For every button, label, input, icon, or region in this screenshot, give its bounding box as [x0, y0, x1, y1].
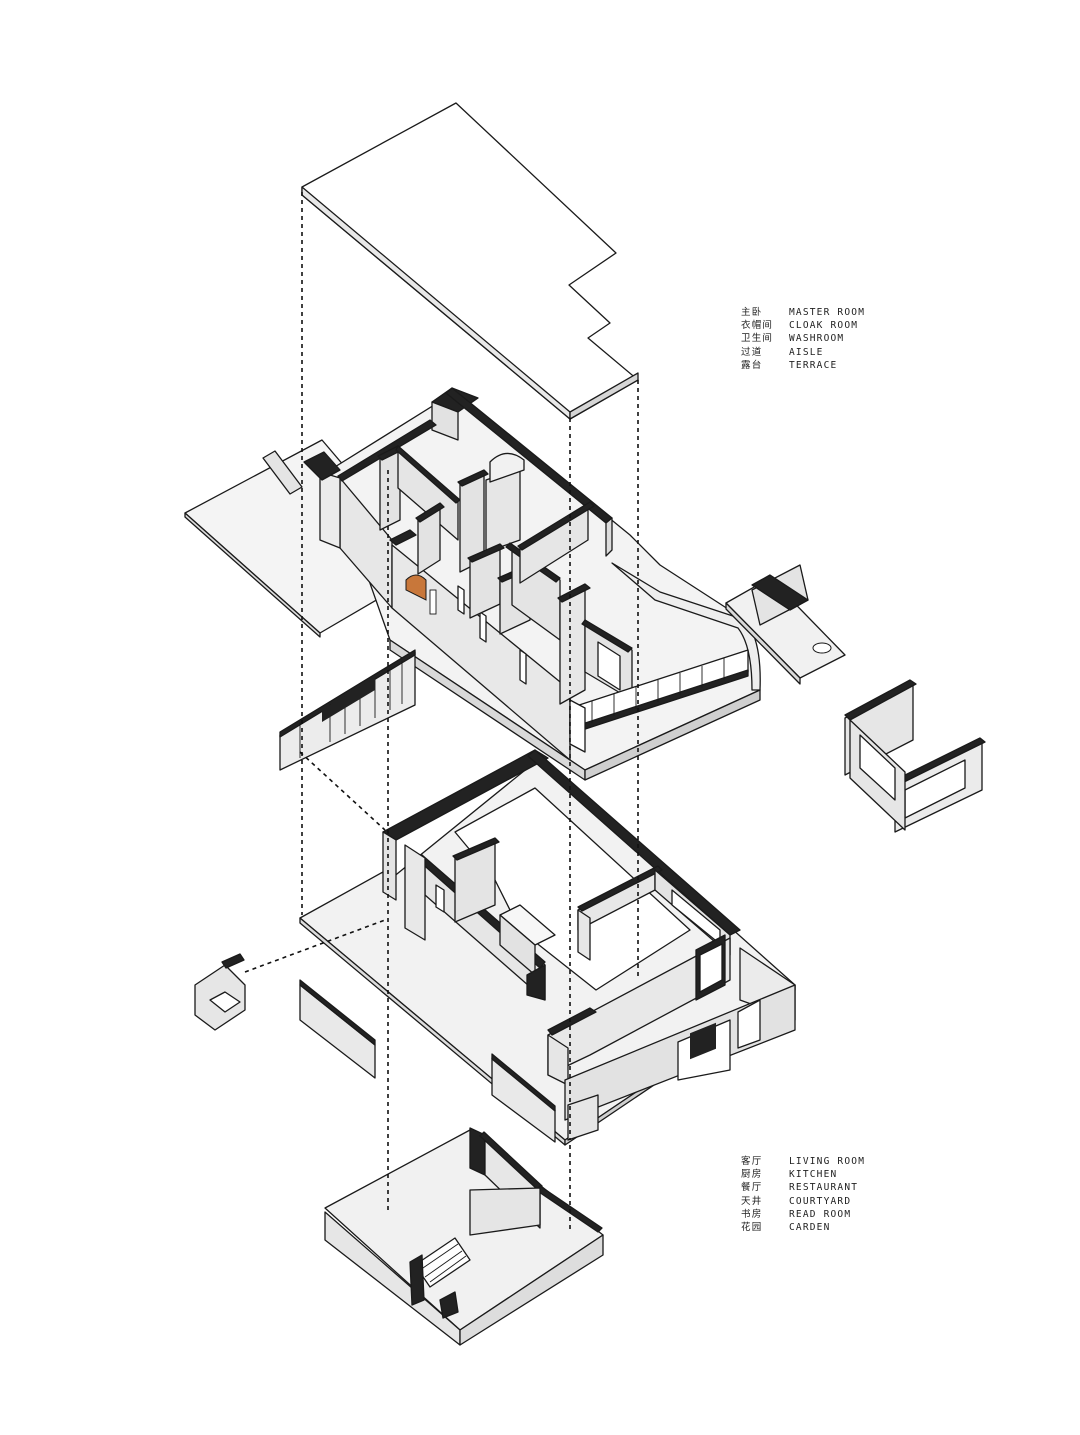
terrace-railing	[569, 649, 749, 753]
wooden-stair	[405, 574, 427, 601]
basement	[324, 1127, 604, 1346]
ground-floor	[299, 749, 796, 1146]
grille-window	[690, 1022, 716, 1060]
garden-wall-left	[299, 979, 376, 1079]
wall-fragment-right	[844, 679, 986, 833]
upper-front-wall	[391, 544, 571, 761]
screen-panel	[279, 649, 416, 771]
roof-slab	[301, 102, 639, 420]
upper-floor	[184, 387, 761, 781]
small-block-left	[194, 953, 246, 1031]
garden-wall-front	[491, 1053, 599, 1143]
stair-piece	[725, 564, 846, 685]
alignment-lines	[244, 192, 639, 1232]
